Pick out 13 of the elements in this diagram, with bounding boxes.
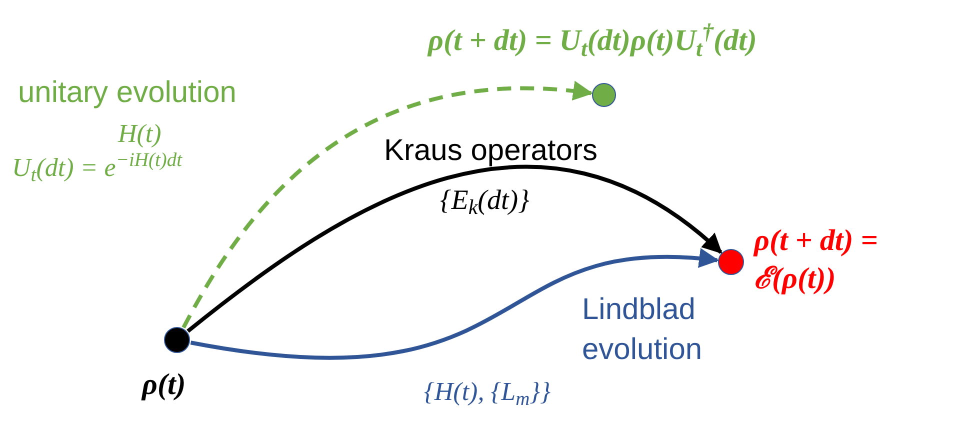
formula: ρ(t + dt) = U$_{t}$(dt)ρ(t)U$_{t}$$^{†}$(dt) (428, 18, 757, 63)
arrow (182, 82, 594, 329)
formula: ρ(t + dt) = ℰ(ρ(t)) (754, 223, 879, 297)
formula: {H(t), {L$_{m}$}} (424, 376, 550, 411)
arrow (190, 249, 720, 360)
formula: {E$_{k}$(dt)} (440, 184, 530, 222)
formula: U$_{t}$(dt) = e$^{−iH(t)dt}$ (12, 149, 182, 187)
edge-label: unitary evolution (18, 75, 236, 111)
arrow (186, 165, 722, 333)
edge-label: Lindblad evolution (582, 292, 704, 368)
edge-label: Kraus operators (384, 133, 598, 169)
formula: ρ(t) (142, 367, 186, 403)
formula: H(t) (118, 118, 162, 150)
